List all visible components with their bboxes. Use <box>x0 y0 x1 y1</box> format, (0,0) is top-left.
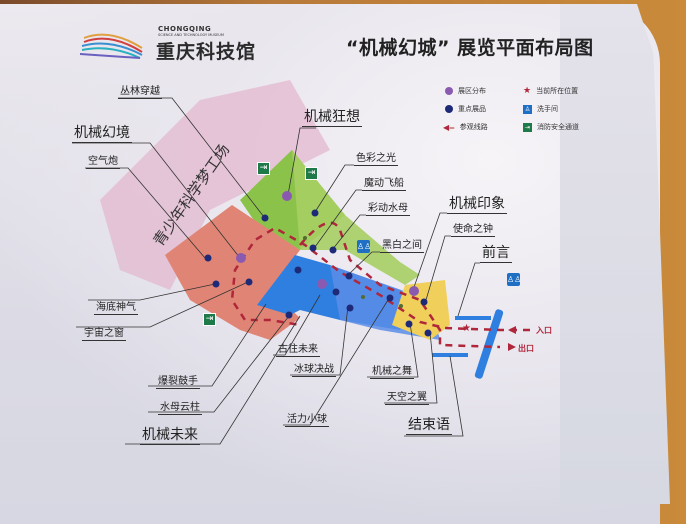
logo-cn-name: 重庆科技馆 <box>156 41 257 63</box>
label-yuzhou: 宇宙之窗 <box>82 328 126 341</box>
legend-label: 参观线路 <box>459 123 488 131</box>
label-haidi: 海底神气 <box>94 302 138 315</box>
epilogue-wall <box>432 353 468 357</box>
navy-dot-icon <box>445 105 453 113</box>
label-conglin: 丛林穿越 <box>118 86 162 99</box>
label-huoli: 活力小球 <box>285 414 329 427</box>
label-modong: 魔动飞船 <box>362 178 406 191</box>
restroom-icon: ♙♙ <box>357 240 372 253</box>
floor-plan-board <box>0 4 660 524</box>
label-epilogue: 结束语 <box>406 417 452 436</box>
label-preface: 前言 <box>480 245 512 264</box>
label-bingqiu: 冰球决战 <box>292 364 336 377</box>
entrance-label: 入口 <box>536 326 552 335</box>
label-guwang: 古往未来 <box>276 344 320 357</box>
emergency-exit-icon: ⇥ <box>305 167 318 180</box>
label-mechanical-impression: 机械印象 <box>447 196 507 215</box>
star-icon: ★ <box>462 323 471 334</box>
label-shuimu: 水母云柱 <box>158 402 202 415</box>
board-edge <box>560 4 670 504</box>
label-mechanical-future: 机械未来 <box>140 427 200 446</box>
legend-emergency-exit: ⇥ 消防安全通道 <box>523 122 579 132</box>
label-heibai: 黑白之间 <box>380 240 424 253</box>
purple-dot-icon <box>445 87 453 95</box>
legend-label: 洗手间 <box>537 105 558 113</box>
legend-restroom: ♙ 洗手间 <box>523 104 558 114</box>
entrance-wall <box>474 309 504 379</box>
emergency-exit-icon: ⇥ <box>203 313 216 326</box>
legend-label: 重点展品 <box>458 105 486 113</box>
museum-logo: CHONGQING SCIENCE AND TECHNOLOGY MUSEUM … <box>80 20 280 63</box>
star-icon: ★ <box>523 86 532 96</box>
legend-label: 消防安全通道 <box>537 123 579 131</box>
legend-zone: 展区分布 <box>445 86 486 96</box>
floor-plan-map: ★ <box>72 80 530 445</box>
restroom-icon: ♙♙ <box>507 273 522 286</box>
emergency-exit-icon: ⇥ <box>523 122 532 132</box>
label-shiming: 使命之钟 <box>451 224 495 237</box>
map-legend: 展区分布 ★ 当前所在位置 重点展品 ♙ 洗手间 ◀‒ 参观线路 ⇥ 消防安全通… <box>443 82 605 142</box>
label-secai: 色彩之光 <box>354 153 398 166</box>
logo-en-name: CHONGQING <box>158 25 212 33</box>
label-kongqipao: 空气炮 <box>86 156 120 169</box>
label-mechanical-dream: 机械幻境 <box>72 125 132 144</box>
label-caidong: 彩动水母 <box>366 203 410 216</box>
page-title: “机械幻城” 展览平面布局图 <box>346 37 594 59</box>
label-baolie: 爆裂鼓手 <box>156 376 200 389</box>
visit-route <box>230 226 530 332</box>
zone-youth-workshop <box>100 80 330 290</box>
label-mechanical-fantasy: 机械狂想 <box>302 109 362 128</box>
legend-key-exhibit: 重点展品 <box>445 104 486 114</box>
restroom-icon: ♙ <box>523 104 532 114</box>
dashed-arrow-icon: ◀‒ <box>443 122 455 132</box>
label-jixie-zhiwu: 机械之舞 <box>370 366 414 379</box>
legend-route: ◀‒ 参观线路 <box>443 122 488 132</box>
label-tiankong: 天空之翼 <box>385 392 429 405</box>
legend-label: 当前所在位置 <box>536 87 579 95</box>
logo-en-subtitle: SCIENCE AND TECHNOLOGY MUSEUM <box>158 33 224 37</box>
exit-label: 出口 <box>518 344 534 353</box>
preface-wall <box>455 316 491 320</box>
logo-stripes-icon <box>80 33 143 59</box>
legend-label: 展区分布 <box>458 87 486 95</box>
emergency-exit-icon: ⇥ <box>257 162 270 175</box>
legend-current-position: ★ 当前所在位置 <box>523 86 578 96</box>
